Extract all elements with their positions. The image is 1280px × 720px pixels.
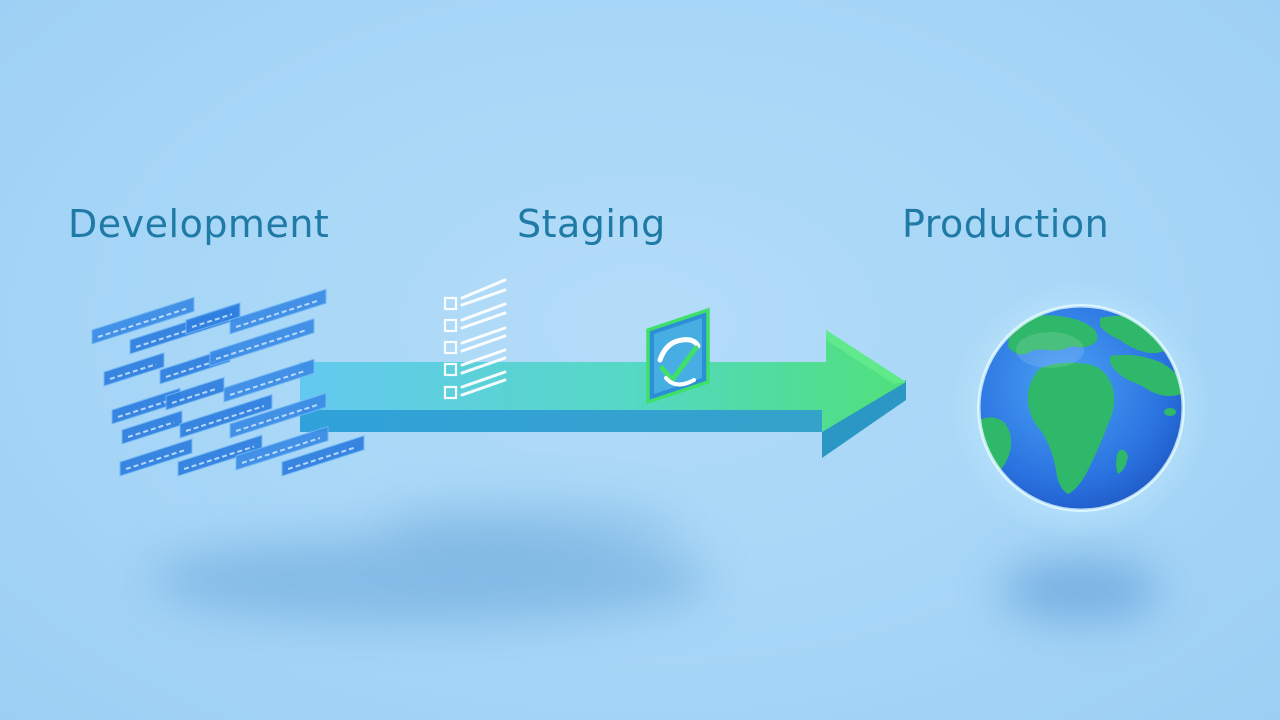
pipeline-arrow: [300, 330, 906, 458]
code-card: [235, 425, 329, 471]
globe-icon: [977, 304, 1185, 512]
check-badge-icon: [646, 307, 710, 405]
code-line: [109, 363, 157, 380]
globe-shadow: [1000, 560, 1160, 620]
code-card: [281, 435, 365, 477]
code-line: [287, 446, 357, 470]
code-cards-icon: [91, 288, 365, 477]
code-line: [97, 307, 187, 338]
code-line: [235, 299, 319, 328]
code-card: [209, 318, 315, 367]
code-line: [183, 445, 255, 470]
checklist-icon: [443, 278, 507, 400]
code-card: [229, 288, 327, 335]
code-card: [103, 352, 165, 387]
arrow-shadow: [150, 535, 710, 625]
code-card: [179, 393, 273, 439]
code-line: [191, 313, 233, 328]
code-line: [117, 398, 173, 418]
stage-label-production: Production: [902, 202, 1110, 246]
code-line: [127, 421, 175, 438]
code-line: [185, 405, 265, 432]
code-card: [119, 438, 193, 477]
code-line: [125, 449, 185, 470]
code-line: [241, 437, 321, 464]
stage-label-staging: Staging: [517, 202, 666, 246]
code-card: [229, 392, 327, 439]
code-card: [91, 296, 195, 345]
code-card: [223, 358, 315, 403]
code-card: [165, 376, 225, 411]
code-line: [229, 369, 307, 396]
arrow-shadow-secondary: [380, 500, 680, 560]
code-line: [235, 403, 319, 432]
stage-label-development: Development: [68, 202, 330, 246]
